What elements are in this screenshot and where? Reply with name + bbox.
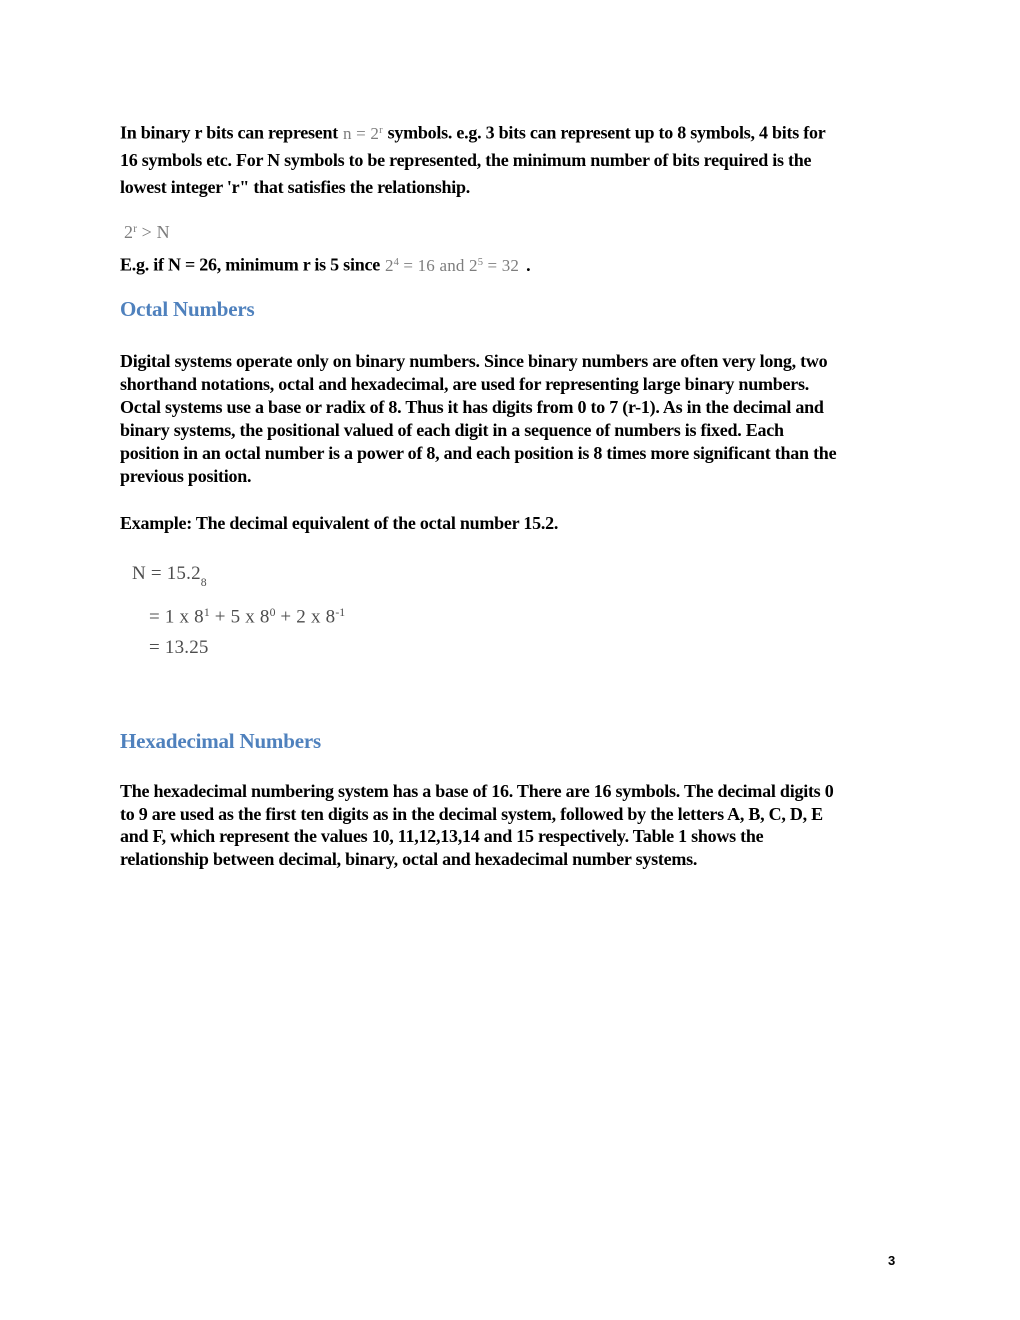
text-line: The hexadecimal numbering system has a b… — [120, 781, 834, 801]
equation-line-expansion: = 1 x 81 + 5 x 80 + 2 x 8-1 — [149, 606, 346, 628]
intro-line1-suffix: symbols. e.g. 3 bits can represent up to… — [387, 122, 826, 143]
text-line: Digital systems operate only on binary n… — [120, 351, 828, 371]
inline-equation-powers-of-2: 24 = 16 and 25 = 32 — [384, 255, 520, 275]
text-line: shorthand notations, octal and hexadecim… — [120, 374, 809, 394]
text-line: Octal systems use a base or radix of 8. … — [120, 397, 824, 417]
text-line: position in an octal number is a power o… — [120, 443, 837, 463]
octal-example-caption: Example: The decimal equivalent of the o… — [120, 513, 559, 533]
intro-line1-prefix: In binary r bits can represent — [120, 122, 339, 143]
hexadecimal-numbers-heading: Hexadecimal Numbers — [120, 729, 321, 753]
text-line: 16 symbols etc. For N symbols to be repr… — [120, 149, 812, 170]
octal-numbers-heading: Octal Numbers — [120, 297, 255, 321]
equation-line-n-equals: N = 15.28 — [132, 563, 207, 589]
octal-conversion-equation: N = 15.28 = 1 x 81 + 5 x 80 + 2 x 8-1 = … — [132, 558, 345, 663]
equation-line-result: = 13.25 — [149, 637, 209, 659]
page-number: 3 — [888, 1253, 896, 1268]
inline-equation-n-equals-2r: n = 2r — [343, 123, 383, 143]
text-line: previous position. — [120, 466, 252, 486]
text-line: lowest integer 'r" that satisfies the re… — [120, 176, 471, 197]
hexadecimal-paragraph: The hexadecimal numbering system has a b… — [120, 780, 834, 870]
example-n26-prefix: E.g. if N = 26, minimum r is 5 since — [120, 254, 380, 275]
octal-paragraph: Digital systems operate only on binary n… — [120, 350, 837, 488]
text-line: to 9 are used as the first ten digits as… — [120, 803, 823, 824]
text-line: and F, which represent the values 10, 11… — [120, 826, 764, 846]
text-line: binary systems, the positional valued of… — [120, 420, 784, 440]
example-n26-suffix: . — [526, 254, 531, 275]
equation-2r-greater-than-N: 2r > N — [124, 222, 170, 242]
text-line: relationship between decimal, binary, oc… — [120, 848, 698, 869]
